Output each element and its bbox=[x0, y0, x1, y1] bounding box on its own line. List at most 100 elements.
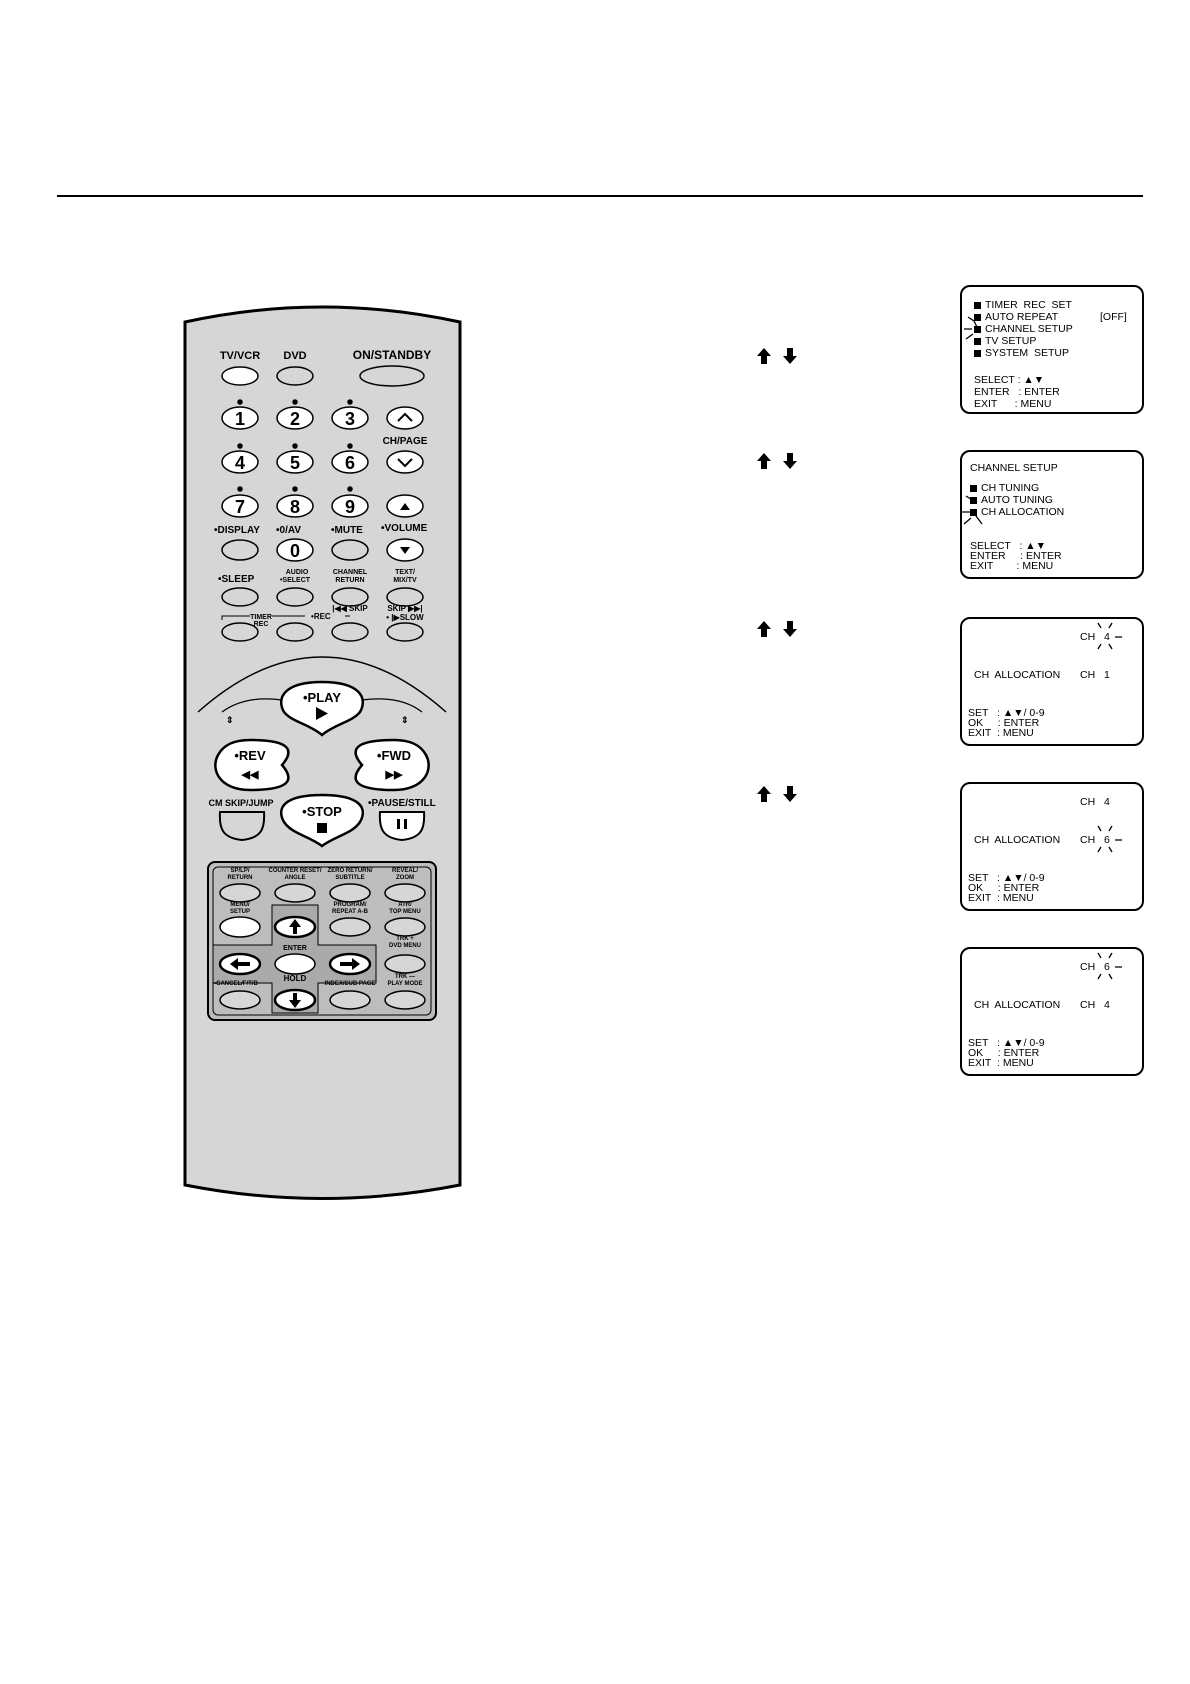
tvvcr-button[interactable] bbox=[221, 366, 259, 386]
label-splp-return: RETURN bbox=[228, 875, 253, 881]
label-tvvcr: TV/VCR bbox=[220, 350, 260, 362]
label-splp: SP/LP/ bbox=[230, 868, 249, 874]
on-standby-button[interactable] bbox=[359, 365, 425, 387]
menu-item-auto-tuning: AUTO TUNING bbox=[970, 494, 1053, 506]
digit-3-label: 3 bbox=[345, 409, 355, 429]
label-setup: SETUP bbox=[230, 909, 250, 915]
digit-6-button[interactable] bbox=[331, 450, 369, 474]
trk-plus-dvd-menu-button[interactable] bbox=[384, 954, 426, 974]
label-pause-still: •PAUSE/STILL bbox=[368, 798, 436, 809]
set-hint: SET : ▲▼/ 0-9 bbox=[968, 872, 1045, 884]
digit-1-button[interactable] bbox=[221, 406, 259, 430]
stop-button[interactable] bbox=[279, 793, 365, 848]
display-button[interactable] bbox=[221, 539, 259, 561]
digit-2-label: 2 bbox=[290, 409, 300, 429]
label-enter: ENTER bbox=[283, 945, 307, 952]
rec-button[interactable] bbox=[276, 622, 314, 642]
cancel-button[interactable] bbox=[219, 990, 261, 1010]
arrow-down-icon bbox=[289, 993, 301, 1008]
sleep-button[interactable] bbox=[221, 587, 259, 607]
label-program: PROGRAM/ bbox=[334, 902, 367, 908]
fast-forward-icon: ▶▶ bbox=[385, 769, 403, 781]
audio-select-button[interactable] bbox=[276, 587, 314, 607]
label-counter: COUNTER RESET/ bbox=[268, 868, 321, 874]
menu-setup-button[interactable] bbox=[219, 916, 261, 938]
digit-5-button[interactable] bbox=[276, 450, 314, 474]
channel-return-button[interactable] bbox=[331, 587, 369, 607]
blink-marker-icon bbox=[1097, 825, 1122, 853]
label-mute: •MUTE bbox=[331, 525, 363, 536]
reveal-zoom-button[interactable] bbox=[384, 883, 426, 903]
text-mixtv-button[interactable] bbox=[386, 587, 424, 607]
dvd-button[interactable] bbox=[276, 366, 314, 386]
ch-up-button[interactable] bbox=[386, 406, 424, 430]
osd-title: CHANNEL SETUP bbox=[970, 462, 1058, 474]
ch-allocation-label: CH ALLOCATION bbox=[974, 669, 1061, 681]
label-timer: TIMER bbox=[250, 614, 272, 621]
ch-down-button[interactable] bbox=[386, 450, 424, 474]
target-ch-label: CH bbox=[1080, 999, 1096, 1011]
auto-repeat-value: [OFF] bbox=[1100, 311, 1127, 323]
label-0av: •0/AV bbox=[276, 525, 301, 536]
rev-button[interactable] bbox=[214, 738, 290, 792]
label-slow: • |▶SLOW bbox=[386, 613, 424, 622]
select-hint: SELECT : ▲▼ bbox=[970, 540, 1047, 552]
down-arrow-icon bbox=[783, 786, 797, 802]
trk-minus-play-mode-button[interactable] bbox=[384, 990, 426, 1010]
digit-3-button[interactable] bbox=[331, 406, 369, 430]
menu-item-ch-allocation: CH ALLOCATION bbox=[970, 506, 1064, 518]
menu-item-ch-tuning: CH TUNING bbox=[970, 482, 1039, 494]
arrow-up-icon bbox=[289, 919, 301, 934]
osd-ch-allocation-1: CH 4 CH ALLOCATION CH 1 SET : ▲▼/ 0-9 OK… bbox=[960, 617, 1144, 746]
current-ch-number: 6 bbox=[1104, 961, 1110, 973]
osd-ch-allocation-2: CH 4 CH ALLOCATION CH 6 SET : ▲▼/ 0-9 OK… bbox=[960, 782, 1144, 911]
program-repeat-button[interactable] bbox=[329, 917, 371, 937]
label-rev: •REV bbox=[234, 748, 266, 763]
ok-hint: OK : ENTER bbox=[968, 717, 1040, 729]
label-dvd: DVD bbox=[283, 350, 306, 362]
splp-return-button[interactable] bbox=[219, 883, 261, 903]
label-cancel: •CANCEL/F/T/B bbox=[214, 981, 258, 987]
digit-7-button[interactable] bbox=[221, 494, 259, 518]
digit-0-label: 0 bbox=[290, 541, 300, 561]
chevron-up-icon bbox=[397, 412, 413, 422]
ch-allocation-label: CH ALLOCATION bbox=[974, 999, 1061, 1011]
digit-9-button[interactable] bbox=[331, 494, 369, 518]
down-arrow-icon bbox=[783, 621, 797, 637]
menu-item-auto-repeat: AUTO REPEAT bbox=[974, 311, 1058, 323]
ok-hint: OK : ENTER bbox=[968, 882, 1040, 894]
digit-0-button[interactable] bbox=[276, 538, 314, 562]
osd-channel-setup: CHANNEL SETUP CH TUNING AUTO TUNING CH A… bbox=[960, 450, 1144, 579]
timer-rec-button[interactable] bbox=[221, 622, 259, 642]
fwd-button[interactable] bbox=[354, 738, 430, 792]
digit-8-button[interactable] bbox=[276, 494, 314, 518]
cm-skip-button[interactable] bbox=[218, 811, 266, 842]
digit-8-label: 8 bbox=[290, 497, 300, 517]
play-icon bbox=[316, 707, 328, 720]
enter-button[interactable] bbox=[274, 953, 316, 975]
index-subpage-button[interactable] bbox=[329, 990, 371, 1010]
label-audio-select: •SELECT bbox=[280, 577, 311, 584]
current-ch-label: CH bbox=[1080, 961, 1096, 973]
play-button[interactable] bbox=[279, 680, 365, 737]
blink-marker-icon bbox=[964, 316, 981, 340]
atr-top-menu-button[interactable] bbox=[384, 917, 426, 937]
zero-return-button[interactable] bbox=[329, 883, 371, 903]
enter-hint: ENTER : ENTER bbox=[970, 550, 1062, 562]
mute-button[interactable] bbox=[331, 539, 369, 561]
digit-2-button[interactable] bbox=[276, 406, 314, 430]
label-return: RETURN bbox=[335, 577, 364, 584]
stop-icon bbox=[317, 823, 327, 833]
counter-reset-button[interactable] bbox=[274, 883, 316, 903]
label-stop: •STOP bbox=[302, 804, 342, 819]
target-ch-label: CH bbox=[1080, 834, 1096, 846]
ffwd-small-icon: ⇕ bbox=[401, 715, 409, 725]
pause-still-button[interactable] bbox=[378, 811, 426, 842]
digit-4-button[interactable] bbox=[221, 450, 259, 474]
skip-back-button[interactable] bbox=[331, 622, 369, 642]
up-arrow-icon bbox=[757, 453, 771, 469]
label-rec: •REC bbox=[311, 612, 331, 621]
exit-hint: EXIT : MENU bbox=[968, 727, 1034, 739]
skip-fwd-slow-button[interactable] bbox=[386, 622, 424, 642]
